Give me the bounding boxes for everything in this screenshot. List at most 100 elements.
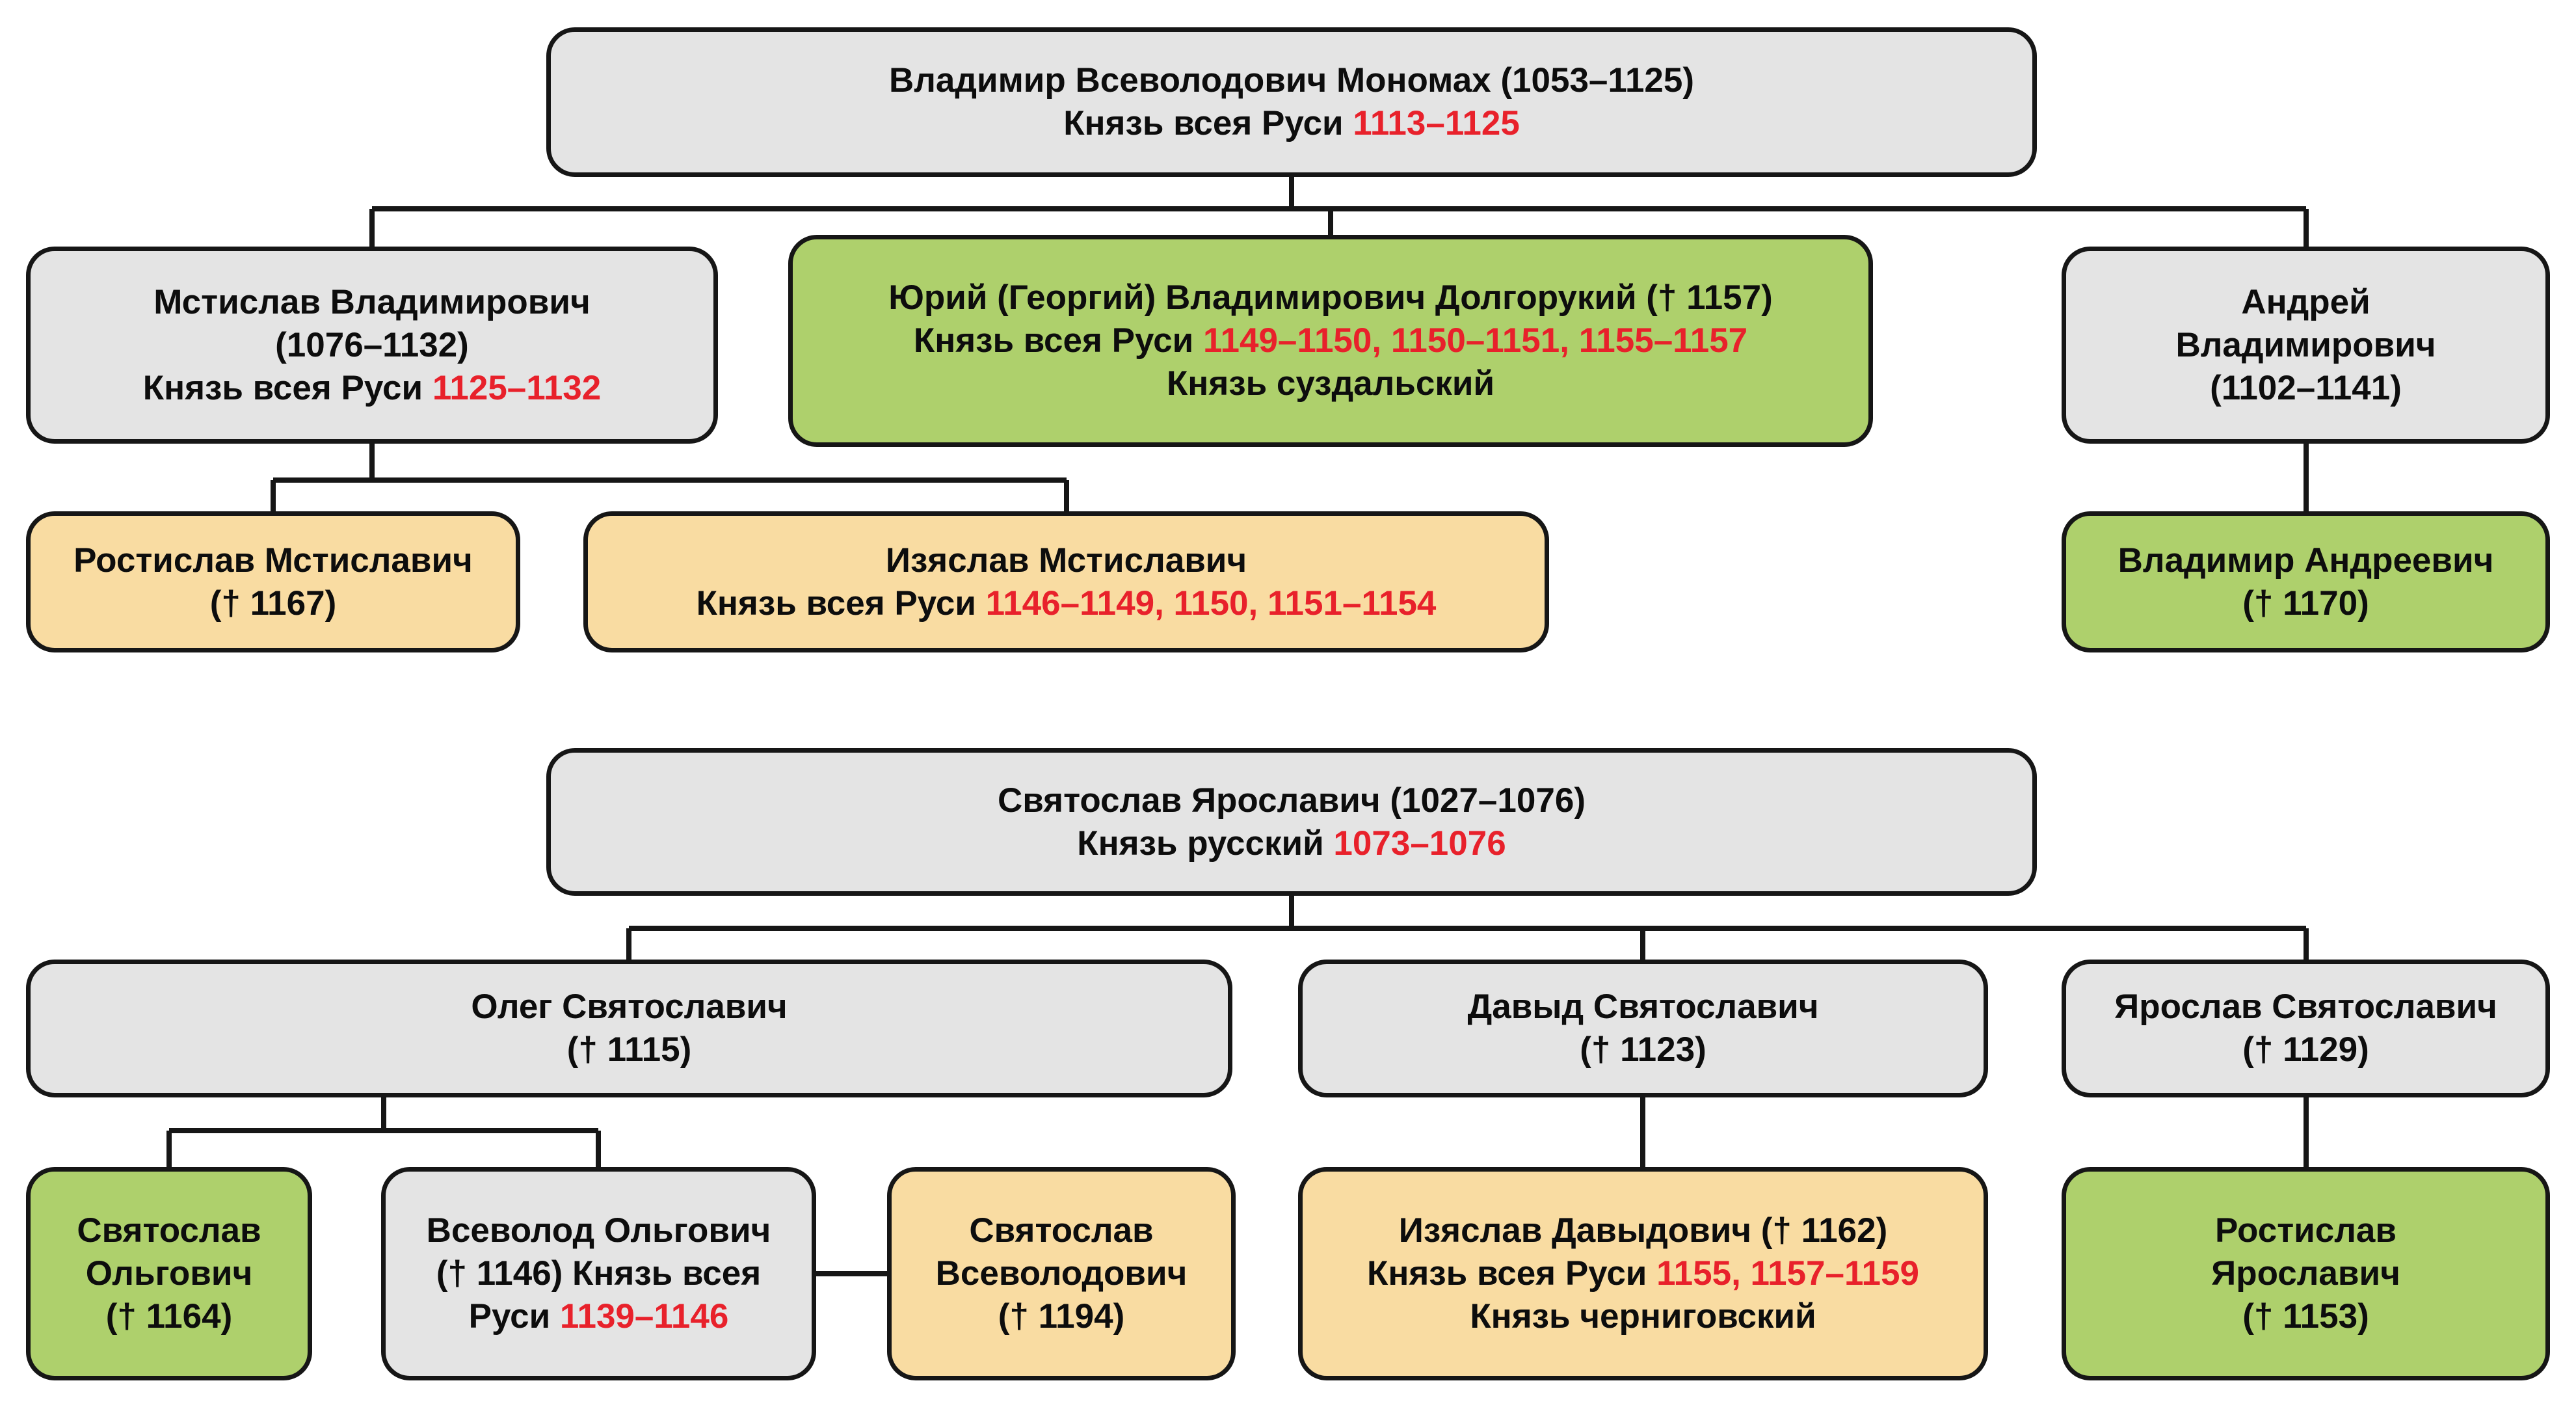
person-name: Ярослав Святославич [2114, 988, 2497, 1026]
person-name: Святослав Ярославич (1027–1076) [998, 781, 1586, 820]
title-text: Князь всея Руси [142, 368, 432, 407]
person-dates: († 1123) [1580, 1030, 1706, 1069]
node-mstislav-vladimirovich: Мстислав Владимирович (1076–1132) Князь … [26, 247, 718, 444]
node-text-line: Ольгович [86, 1252, 252, 1295]
title-text: Князь суздальский [1166, 364, 1495, 403]
person-name: Всеволодович [935, 1254, 1188, 1293]
node-text-line: Владимир Всеволодович Мономах (1053–1125… [889, 59, 1694, 102]
node-text-line: Андрей [2241, 281, 2370, 324]
node-text-line: Ярослав Святославич [2114, 986, 2497, 1028]
person-dates: (1102–1141) [2210, 368, 2402, 407]
person-name: Святослав [969, 1211, 1154, 1250]
node-rostislav-mstislavich: Ростислав Мстиславич († 1167) [26, 511, 520, 652]
person-dates: († 1164) [105, 1297, 233, 1336]
node-text-line: Князь всея Руси 1113–1125 [1063, 102, 1520, 145]
person-name: Мстислав Владимирович [153, 282, 591, 321]
reign-dates: 1125–1132 [432, 368, 602, 407]
person-dates: († 1167) [209, 584, 337, 623]
person-dates: († 1194) [998, 1297, 1125, 1336]
node-text-line: Князь суздальский [1167, 362, 1494, 405]
node-text-line: Всеволод Ольгович [427, 1209, 771, 1252]
node-text-line: Князь всея Руси 1149–1150, 1150–1151, 11… [914, 319, 1747, 362]
node-text-line: (1076–1132) [275, 324, 469, 367]
person-name: Владимир Всеволодович Мономах (1053–1125… [888, 61, 1695, 100]
node-text-line: Юрий (Георгий) Владимирович Долгорукий (… [888, 276, 1773, 319]
node-davyd-svyatoslavich: Давыд Святославич († 1123) [1298, 960, 1988, 1097]
person-dates: († 1153) [2242, 1297, 2369, 1336]
person-name: Ростислав [2215, 1211, 2397, 1250]
node-text-line: († 1170) [2242, 582, 2369, 625]
node-text-line: Изяслав Давыдович († 1162) [1399, 1209, 1888, 1252]
title-text: Князь всея Руси [696, 584, 986, 623]
person-name: Ярославич [2211, 1254, 2400, 1293]
node-text-line: († 1164) [106, 1295, 232, 1338]
connector-mstislav-children [271, 444, 1069, 511]
node-text-line: Владимир Андреевич [2118, 539, 2494, 582]
person-name: Олег Святославич [471, 988, 788, 1026]
node-text-line: Всеволодович [936, 1252, 1188, 1295]
person-name: Давыд Святославич [1467, 988, 1819, 1026]
title-text: Князь черниговский [1470, 1297, 1816, 1336]
node-vladimir-monomakh: Владимир Всеволодович Мономах (1053–1125… [546, 27, 2037, 177]
person-dates: (1076–1132) [275, 325, 469, 364]
node-text-line: († 1153) [2242, 1295, 2369, 1338]
node-text-line: († 1167) [210, 582, 336, 625]
node-text-line: († 1123) [1580, 1028, 1706, 1071]
person-name: Ростислав Мстиславич [73, 541, 473, 580]
title-text: Руси [468, 1297, 560, 1336]
node-text-line: Руси 1139–1146 [469, 1295, 729, 1338]
node-text-line: Святослав [969, 1209, 1153, 1252]
node-izyaslav-mstislavich: Изяслав Мстиславич Князь всея Руси 1146–… [583, 511, 1549, 652]
node-text-line: Князь всея Руси 1146–1149, 1150, 1151–11… [697, 582, 1437, 625]
person-name: Владимирович [2175, 325, 2436, 364]
node-text-line: († 1129) [2242, 1028, 2369, 1071]
person-name: Изяслав Давыдович († 1162) [1398, 1211, 1888, 1250]
node-yuri-dolgoruky: Юрий (Георгий) Владимирович Долгорукий (… [788, 235, 1873, 447]
title-text: Князь русский [1077, 824, 1334, 863]
reign-dates: 1139–1146 [559, 1297, 729, 1336]
reign-dates: 1146–1149, 1150, 1151–1154 [985, 584, 1437, 623]
node-text-line: Святослав Ярославич (1027–1076) [998, 779, 1586, 822]
node-text-line: Давыд Святославич [1467, 986, 1818, 1028]
node-text-line: Мстислав Владимирович [153, 281, 591, 324]
node-text-line: Ростислав [2215, 1209, 2397, 1252]
connector-svyatoslav-children [626, 896, 2309, 960]
node-text-line: Олег Святославич [471, 986, 787, 1028]
node-text-line: († 1194) [998, 1295, 1124, 1338]
person-dates: († 1146) Князь всея [436, 1254, 762, 1293]
node-yaroslav-svyatoslavich: Ярослав Святославич († 1129) [2062, 960, 2550, 1097]
node-oleg-svyatoslavich: Олег Святославич († 1115) [26, 960, 1232, 1097]
title-text: Князь всея Руси [913, 321, 1203, 360]
person-name: Владимир Андреевич [2118, 541, 2494, 580]
person-name: Ольгович [85, 1254, 253, 1293]
person-name: Андрей [2241, 282, 2370, 321]
node-text-line: († 1115) [567, 1028, 692, 1071]
node-text-line: Князь русский 1073–1076 [1077, 822, 1506, 865]
node-vladimir-andreevich: Владимир Андреевич († 1170) [2062, 511, 2550, 652]
person-dates: († 1115) [566, 1030, 692, 1069]
node-text-line: Князь всея Руси 1155, 1157–1159 [1367, 1252, 1919, 1295]
title-text: Князь всея Руси [1063, 104, 1353, 142]
person-name: Святослав [77, 1211, 261, 1250]
node-vsevolod-olgovich: Всеволод Ольгович († 1146) Князь всея Ру… [381, 1167, 816, 1380]
node-text-line: († 1146) Князь всея [436, 1252, 761, 1295]
node-rostislav-yaroslavich: Ростислав Ярославич († 1153) [2062, 1167, 2550, 1380]
person-dates: († 1170) [2242, 584, 2369, 623]
node-izyaslav-davydovich: Изяслав Давыдович († 1162) Князь всея Ру… [1298, 1167, 1988, 1380]
node-svyatoslav-olgovich: Святослав Ольгович († 1164) [26, 1167, 312, 1380]
node-svyatoslav-vsevolodovich: Святослав Всеволодович († 1194) [887, 1167, 1236, 1380]
title-text: Князь всея Руси [1367, 1254, 1657, 1293]
person-name: Всеволод Ольгович [426, 1211, 771, 1250]
node-text-line: Князь черниговский [1470, 1295, 1816, 1338]
node-text-line: Ярославич [2211, 1252, 2400, 1295]
person-name: Юрий (Георгий) Владимирович Долгорукий (… [888, 278, 1773, 317]
node-svyatoslav-yaroslavich: Святослав Ярославич (1027–1076) Князь ру… [546, 748, 2037, 896]
reign-dates: 1149–1150, 1150–1151, 1155–1157 [1202, 321, 1748, 360]
node-text-line: Святослав [77, 1209, 261, 1252]
reign-dates: 1073–1076 [1333, 824, 1506, 863]
reign-dates: 1155, 1157–1159 [1656, 1254, 1919, 1293]
connector-oleg-children [166, 1097, 601, 1167]
node-text-line: Князь всея Руси 1125–1132 [143, 367, 602, 410]
node-text-line: (1102–1141) [2210, 367, 2402, 410]
